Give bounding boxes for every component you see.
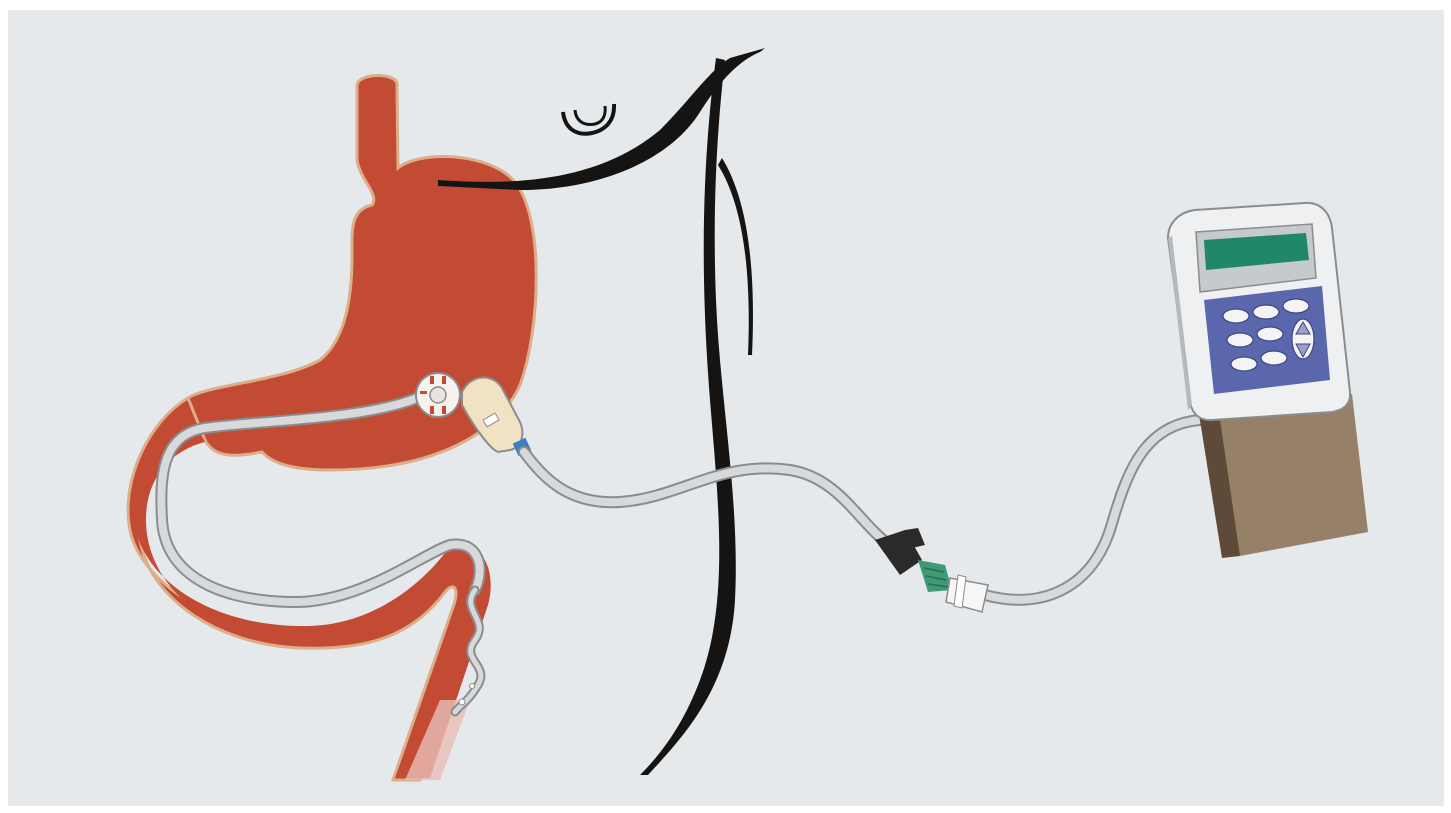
keypad-key[interactable] xyxy=(1253,305,1279,319)
gastrostomy-button-icon xyxy=(416,373,460,417)
keypad-arrow-keys xyxy=(1292,319,1314,359)
keypad-icon xyxy=(1204,286,1330,394)
keypad-key[interactable] xyxy=(1223,309,1249,323)
keypad-key[interactable] xyxy=(1261,351,1287,365)
keypad-key[interactable] xyxy=(1231,357,1257,371)
keypad-key[interactable] xyxy=(1257,327,1283,341)
keypad-key[interactable] xyxy=(1283,299,1309,313)
keypad-key[interactable] xyxy=(1227,333,1253,347)
